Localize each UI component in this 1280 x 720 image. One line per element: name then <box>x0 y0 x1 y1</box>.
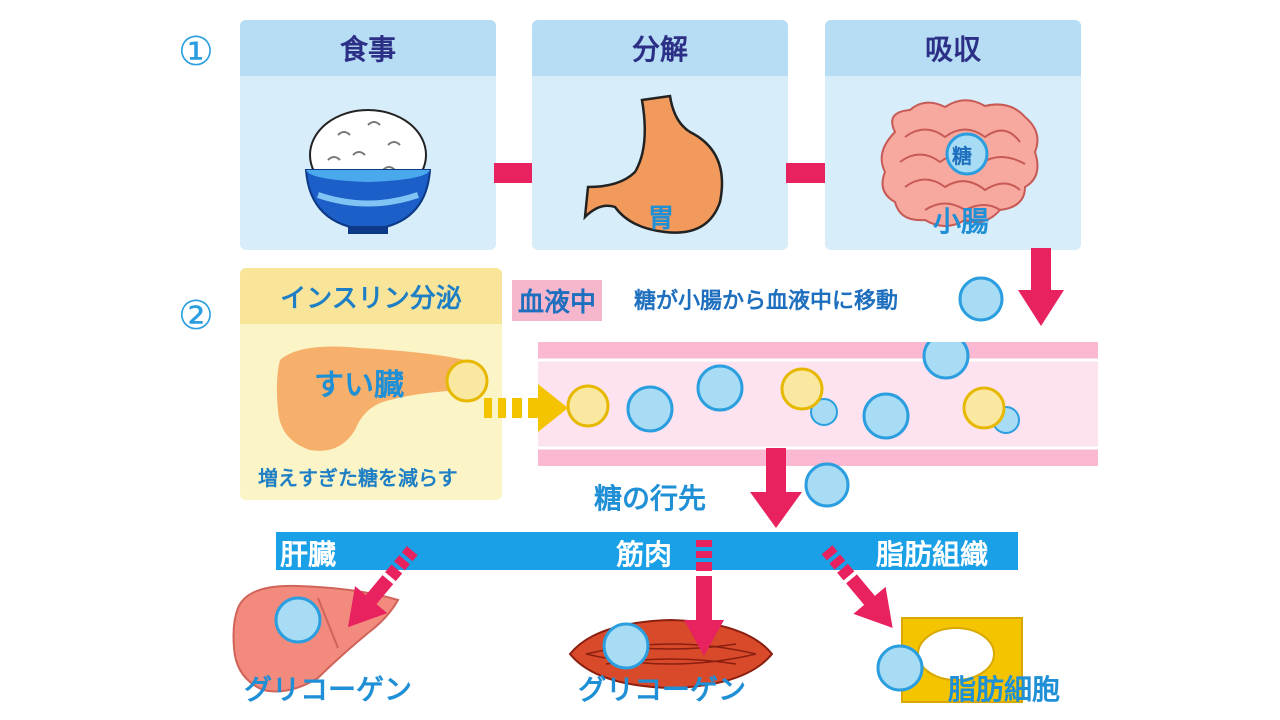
insulin-circle-pancreas <box>445 359 489 403</box>
step-2-number: ② <box>178 293 214 339</box>
arrow-blood-to-destinations <box>750 448 802 528</box>
digestion-panel: 分解 胃 <box>532 20 788 250</box>
pancreas-label: すい臓 <box>314 368 404 403</box>
insulin-arrow <box>484 384 568 432</box>
liver-destination-label: 肝臓 <box>280 538 337 571</box>
arrow-to-fat <box>821 545 893 628</box>
arrow-to-muscle <box>684 540 724 656</box>
glucose-circle-destination <box>804 462 850 508</box>
rice-bowl-icon <box>304 109 432 234</box>
pancreas-icon <box>276 346 465 451</box>
destination-text: 糖の行先 <box>594 482 707 515</box>
muscle-destination-label: 筋肉 <box>616 538 673 571</box>
insulin-title: インスリン分泌 <box>240 268 502 324</box>
blood-vessel <box>538 342 1098 466</box>
muscle-icon <box>568 618 774 690</box>
small-intestine-icon <box>880 99 1039 227</box>
stomach-icon <box>583 94 724 234</box>
muscle-result-label: グリコーゲン <box>578 673 747 706</box>
meal-panel: 食事 <box>240 20 496 250</box>
fat-cell-icon <box>876 617 1023 703</box>
digestion-title: 分解 <box>532 20 788 76</box>
meal-title: 食事 <box>240 20 496 76</box>
small-intestine-label: 小腸 <box>933 205 990 238</box>
absorption-panel: 吸収 糖 小腸 <box>825 20 1081 250</box>
blood-tag: 血液中 <box>512 280 603 321</box>
glucose-circle-top <box>958 276 1004 322</box>
liver-result-label: グリコーゲン <box>244 673 413 706</box>
insulin-caption: 増えすぎた糖を減らす <box>258 466 458 490</box>
fat-destination-label: 脂肪組織 <box>876 538 989 571</box>
stomach-label: 胃 <box>648 204 675 234</box>
movement-text: 糖が小腸から血液中に移動 <box>634 289 899 314</box>
absorption-title: 吸収 <box>825 20 1081 76</box>
sugar-label: 糖 <box>952 144 972 168</box>
arrow-to-liver <box>348 546 418 628</box>
fat-result-label: 脂肪細胞 <box>948 673 1061 706</box>
step-1-number: ① <box>178 29 214 75</box>
arrow-absorb-to-blood <box>1018 248 1064 326</box>
